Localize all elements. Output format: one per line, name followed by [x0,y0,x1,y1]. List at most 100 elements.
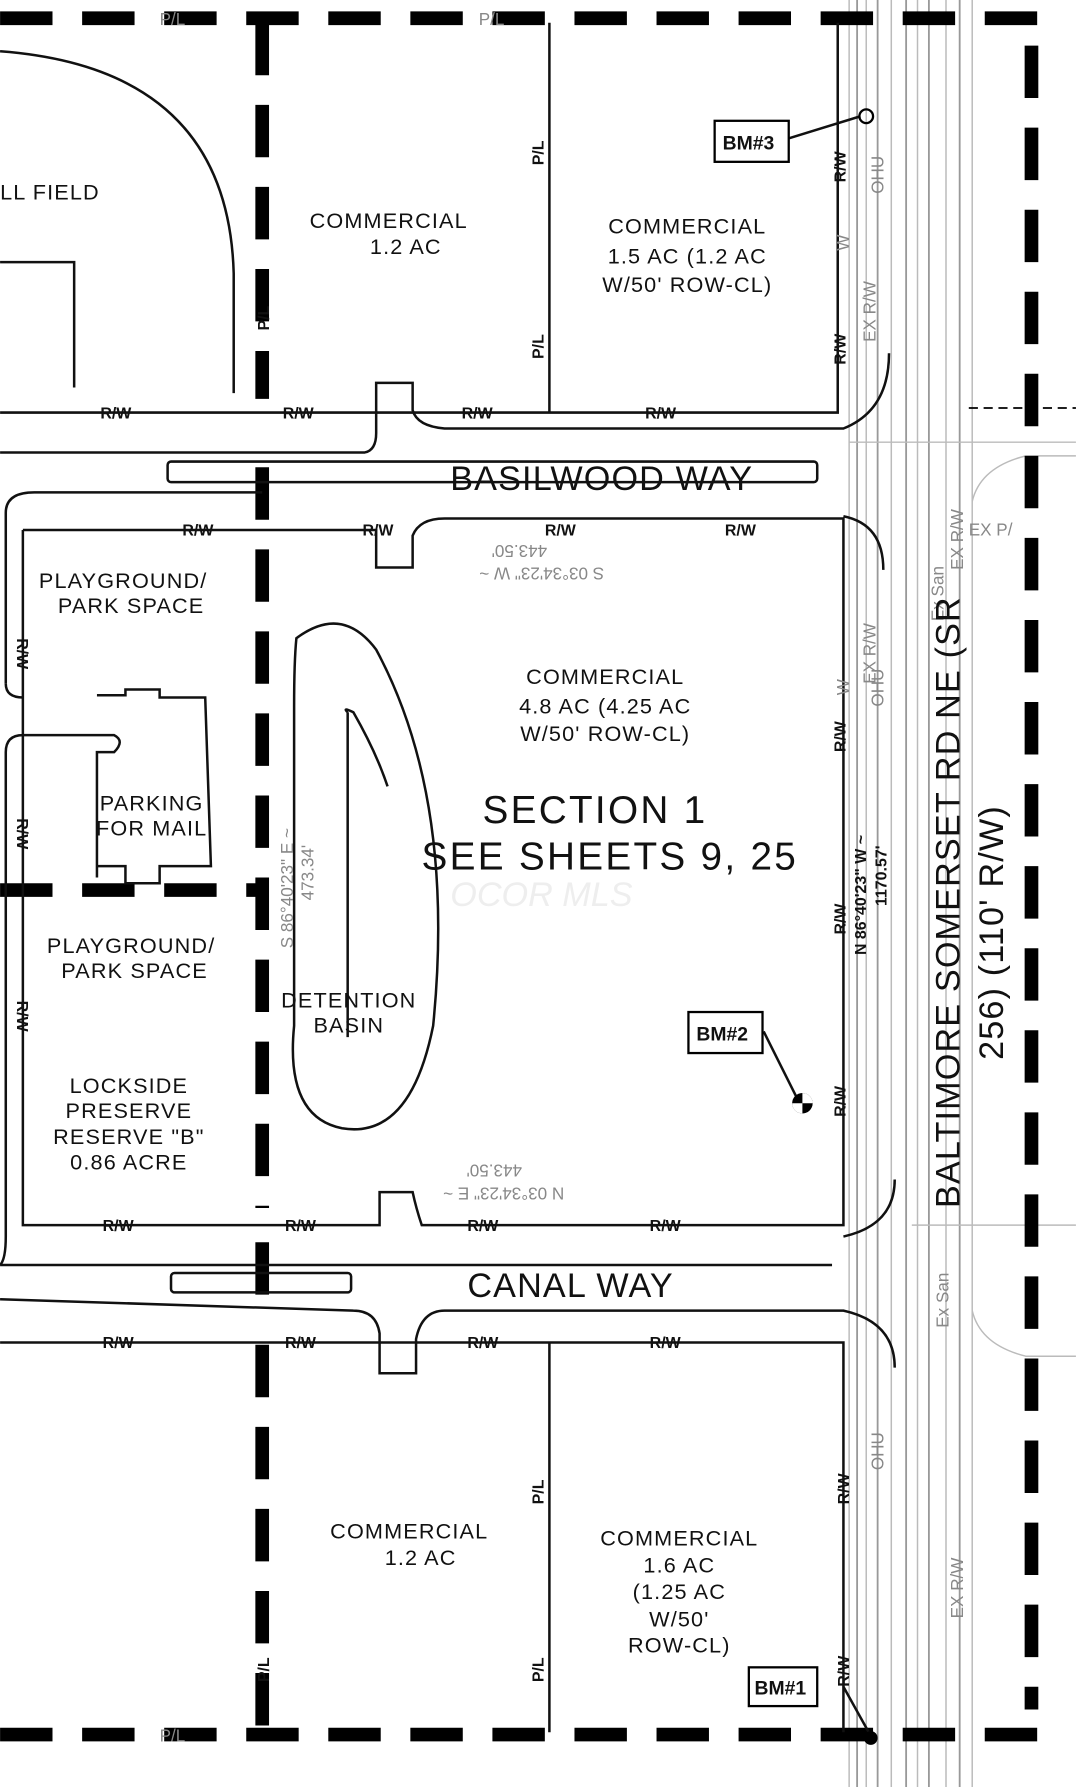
utility-labels: W W OHU OHU OHU EX R/W EX R/W EX R/W EX … [834,156,1013,1619]
rw-label: R/W [467,1218,499,1235]
rw-label: R/W [545,523,577,540]
playground-2: PLAYGROUND/ PARK SPACE [47,933,215,983]
ohu-label: OHU [868,669,887,707]
rw-label: R/W [650,1335,682,1352]
parcel-use: COMMERCIAL [600,1525,758,1550]
parcel-use: PARK SPACE [61,958,208,983]
reserve-line: LOCKSIDE [70,1073,189,1098]
parcel-use: COMMERCIAL [330,1519,488,1544]
pl-label: P/L [256,1657,273,1682]
rw-label: R/W [285,1218,317,1235]
rw-label: R/W [13,638,30,670]
parking: PARKING FOR MAIL [96,790,207,840]
ex-san-label: Ex San [933,1273,952,1328]
parcel-area: 1.2 AC [385,1545,457,1570]
parcel-note: ROW-CL) [628,1633,731,1658]
parcel-use: COMMERCIAL [310,208,468,233]
bearing-direction: N 03°34'23" E ~ [443,1184,564,1203]
reserve-line: RESERVE "B" [53,1124,204,1149]
pl-label: P/L [531,1657,548,1682]
rw-label: R/W [13,1001,30,1033]
parcel-use: PLAYGROUND/ [47,933,215,958]
parcel-use: PARKING [100,790,204,815]
rw-label: R/W [645,405,677,422]
right-of-way-lines [0,22,896,1739]
benchmark-3: BM#3 [713,108,875,163]
bearings: 443.50' S 03°34'23" W ~ 443.50' N 03°34'… [278,541,891,1203]
parcel-use: COMMERCIAL [526,664,684,689]
water-label: W [834,678,853,695]
parcel-note: (1.25 AC [633,1579,726,1604]
bearing-distance: 443.50' [467,1161,522,1180]
commercial-se: COMMERCIAL 1.6 AC (1.25 AC W/50' ROW-CL) [600,1525,758,1658]
rw-label: R/W [836,1472,853,1504]
rw-label: R/W [833,150,850,182]
rw-label: R/W [833,1085,850,1117]
pl-label: P/L [256,305,273,330]
reserve-b: LOCKSIDE PRESERVE RESERVE "B" 0.86 ACRE [53,1073,204,1174]
section-title: SECTION 1 [482,789,707,832]
benchmark-label: BM#3 [723,132,775,154]
parcel-note: W/50' ROW-CL) [602,272,772,297]
pl-label: P/L [160,1726,186,1745]
ex-p-label: EX P/ [969,521,1013,540]
ballfield-label: LL FIELD [0,179,100,204]
road-basilwood-way: BASILWOOD WAY [450,460,753,498]
section-label: SECTION 1 SEE SHEETS 9, 25 [421,789,798,879]
subdivision-boundary [0,11,1039,1742]
rw-label: R/W [650,1218,682,1235]
pl-label: P/L [531,140,548,165]
ex-rw-label: EX R/W [860,280,879,342]
road-names: BASILWOOD WAY CANAL WAY BALTIMORE SOMERS… [450,460,1011,1305]
parcel-note: W/50' ROW-CL) [520,721,690,746]
bearing-distance: 443.50' [492,541,548,560]
bearing-distance: 473.34' [298,845,317,901]
bearing-direction: S 86°40'23" E ~ [278,828,297,948]
pl-label: P/L [531,1479,548,1504]
reserve-line: PRESERVE [66,1098,193,1123]
ohu-label: OHU [868,156,887,194]
rw-label: R/W [103,1218,135,1235]
parcel-area: 1.6 AC [643,1553,715,1578]
ex-rw-label: EX R/W [948,508,967,570]
existing-road-lines [848,0,1076,1787]
rw-label: R/W [833,720,850,752]
pl-label: P/L [160,10,186,29]
parcel-labels: LL FIELD COMMERCIAL 1.2 AC COMMERCIAL 1.… [0,179,798,1658]
benchmark-label: BM#2 [696,1024,748,1046]
rw-label: R/W [100,405,132,422]
rw-label: R/W [362,523,394,540]
benchmark-1: BM#1 [747,1666,878,1745]
rw-label: R/W [283,405,315,422]
rw-label: R/W [725,523,757,540]
section-sheets: SEE SHEETS 9, 25 [421,836,798,879]
rw-label: R/W [836,1655,853,1687]
road-baltimore-somerset: BALTIMORE SOMERSET RD NE (SR [930,596,968,1208]
rw-label: R/W [467,1335,499,1352]
benchmarks: BM#3 BM#2 BM#1 [687,108,878,1745]
parcel-use: FOR MAIL [96,815,207,840]
commercial-ne: COMMERCIAL 1.5 AC (1.2 AC W/50' ROW-CL) [602,214,772,297]
ex-rw-label: EX R/W [948,1557,967,1619]
road-baltimore-somerset-row: 256) (110' R/W) [973,805,1011,1060]
watermark: OCOR MLS [450,876,633,914]
rw-label: R/W [13,818,30,850]
pl-labels: P/L P/L P/L P/L P/L P/L P/L P/L P/L [160,10,548,1745]
benchmark-label: BM#1 [755,1678,807,1700]
bearing-distance: 1170.57' [874,846,891,907]
ex-san-label: Ex San [929,566,948,621]
commercial-sw: COMMERCIAL 1.2 AC [330,1519,488,1570]
parcel-area: 4.8 AC (4.25 AC [519,693,691,718]
rw-label: R/W [833,333,850,365]
rw-label: R/W [462,405,494,422]
rw-label: R/W [285,1335,317,1352]
parcel-area: 1.2 AC [370,234,442,259]
bearing-direction: S 03°34'23" W ~ [479,564,604,583]
basin-label: BASIN [313,1013,384,1038]
reserve-line: 0.86 ACRE [70,1149,187,1174]
benchmark-2: BM#2 [687,1010,813,1114]
basin-label: DETENTION [281,987,416,1012]
parcel-note: W/50' [649,1606,709,1631]
